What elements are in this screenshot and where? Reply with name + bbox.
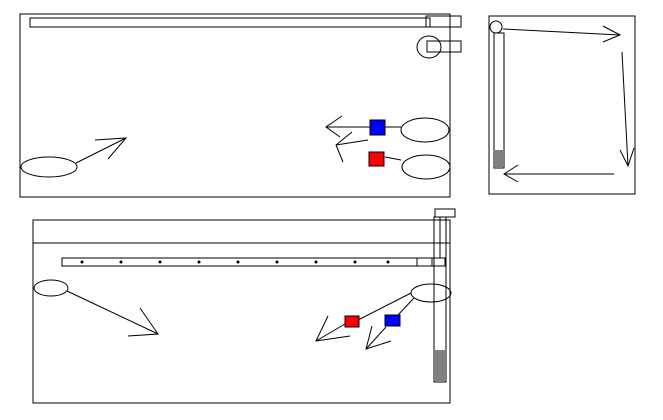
bottom-column-hatching [435, 350, 445, 381]
rail-end-block [425, 15, 462, 28]
arrow-blue-head [325, 115, 343, 138]
rail-dot [275, 260, 279, 264]
rail-dots [80, 260, 390, 264]
rail-dot [353, 260, 357, 264]
top-rail [29, 17, 431, 28]
arrow-right-shaft [621, 51, 629, 167]
oval-right-upper [400, 117, 450, 143]
bottom-column-cap [434, 208, 456, 218]
blue-square-marker [369, 119, 386, 136]
bottom-arrow-blue-shaft [365, 326, 387, 350]
panel-bottom [32, 208, 456, 404]
panel-top-left-frame [19, 13, 451, 198]
small-oval-top-right [416, 35, 442, 59]
rail-dot [119, 260, 123, 264]
bottom-rail-end-block [416, 257, 446, 267]
bottom-arrow-red-shaft [315, 323, 346, 342]
arrow-red-shaft [335, 139, 369, 146]
bottom-red-square-marker [344, 315, 360, 328]
bottom-arrow-blue-head [365, 325, 392, 350]
bottom-oval-left [33, 279, 69, 297]
vertical-column [493, 32, 505, 169]
rail-dot [197, 260, 201, 264]
oval-right-lower [401, 154, 451, 180]
panel-bottom-frame [32, 219, 451, 404]
bottom-arrow-left-head [127, 307, 159, 337]
bottom-connector-blue [397, 297, 415, 316]
arrow-left-head [94, 137, 128, 160]
rail-dot [80, 260, 84, 264]
panel-top-left [19, 13, 462, 198]
arrow-right-head [619, 147, 635, 168]
arrow-top-shaft [502, 28, 621, 36]
arrow-bottom-head [503, 164, 519, 183]
rail-dot [236, 260, 240, 264]
arrow-top-head [602, 25, 622, 43]
red-square-marker [368, 151, 385, 167]
rail-dot [386, 260, 390, 264]
column-hatching [495, 150, 503, 167]
arrow-left-shaft [75, 137, 127, 164]
panel-top-right-frame [488, 15, 636, 195]
rail-dot [158, 260, 162, 264]
bottom-rail [61, 257, 433, 267]
bottom-arrow-red-head [315, 315, 351, 342]
connector-lower [384, 156, 402, 161]
small-block-top-right [426, 40, 462, 53]
bottom-arrow-left-shaft [66, 290, 159, 335]
rail-dot [314, 260, 318, 264]
panel-top-right [488, 15, 636, 195]
oval-left [20, 156, 78, 178]
bottom-blue-square-marker [384, 314, 401, 327]
bottom-connector-red [357, 292, 412, 321]
bottom-oval-right [410, 283, 452, 303]
arrow-red-head [335, 131, 353, 163]
column-top-knob [489, 20, 503, 34]
